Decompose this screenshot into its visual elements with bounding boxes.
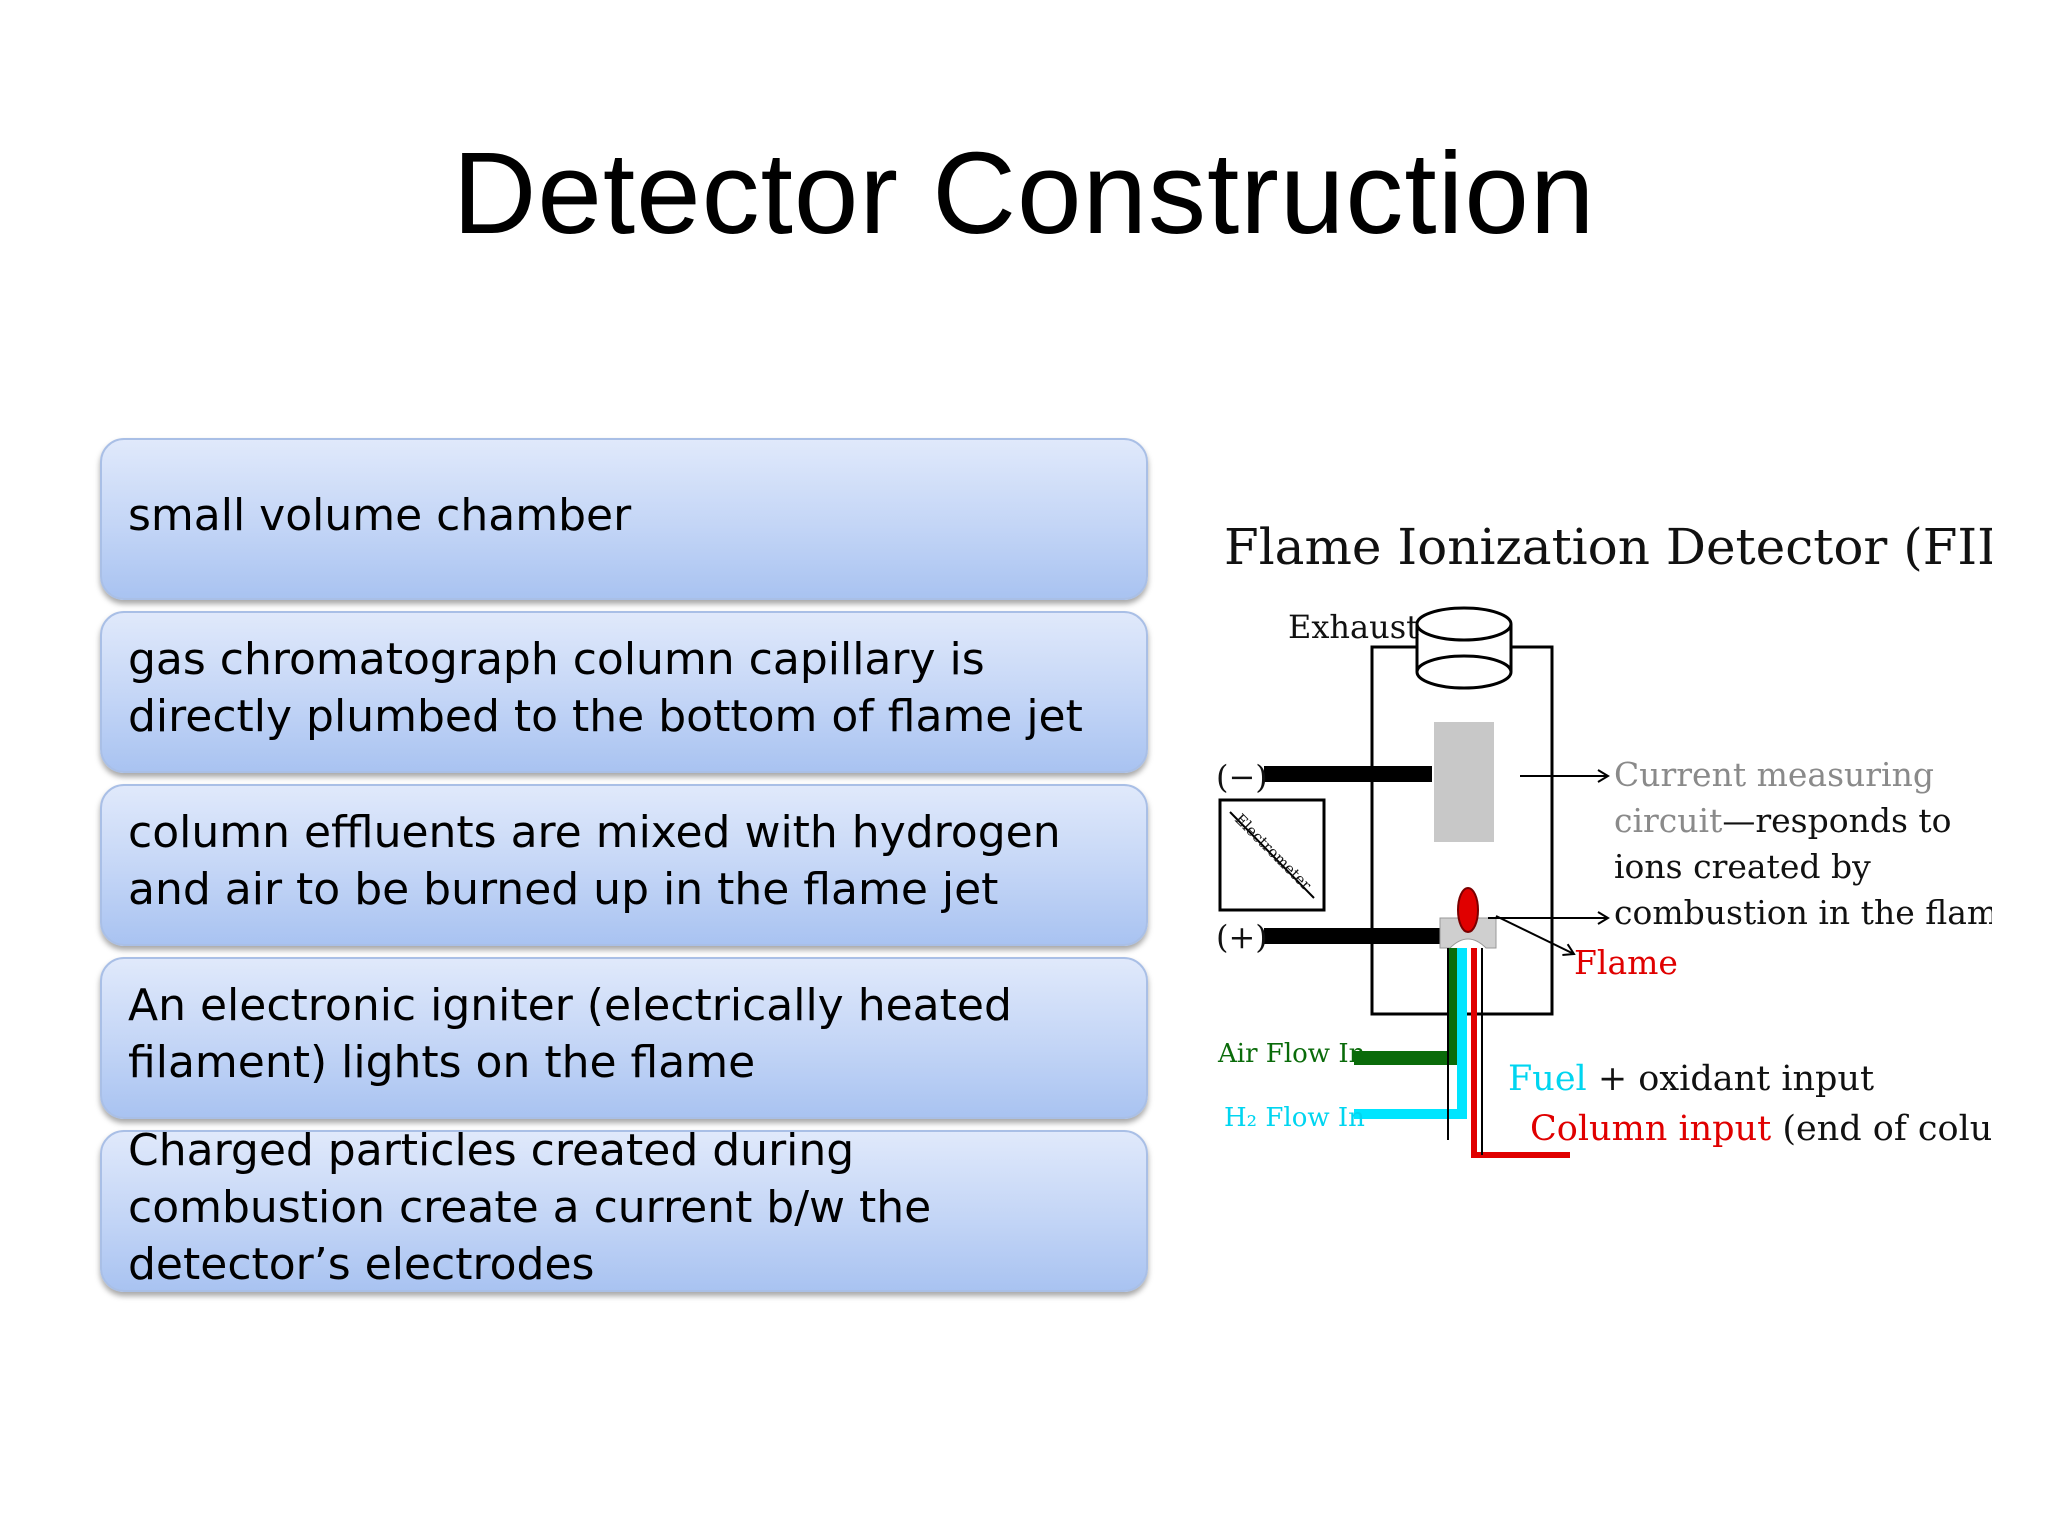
current-line-2b: —responds to: [1722, 801, 1951, 840]
electrometer: [1218, 798, 1326, 912]
positive-electrode: [1264, 928, 1450, 944]
h2-flow-label: H₂ Flow In: [1224, 1103, 1365, 1133]
minus-label: (−): [1216, 758, 1268, 796]
flame-icon: [1457, 887, 1479, 933]
oxidant-words: + oxidant input: [1587, 1059, 1874, 1099]
exhaust-cylinder: [1415, 606, 1513, 690]
fuel-tube: [1354, 948, 1467, 1119]
bullet-box: small volume chamber: [100, 438, 1148, 600]
bullet-text: gas chromatograph column capillary is di…: [128, 634, 1083, 742]
bullet-box: column effluents are mixed with hydrogen…: [100, 784, 1148, 946]
column-input-label: Column input (end of column): [1530, 1109, 1992, 1149]
bullet-text: An electronic igniter (electrically heat…: [128, 980, 1012, 1088]
bullet-text: Charged particles created during combust…: [128, 1124, 932, 1290]
column-input-word: Column input: [1530, 1109, 1771, 1149]
collector-electrode: [1434, 722, 1494, 842]
flame-label: Flame: [1574, 943, 1678, 982]
bullet-text: small volume chamber: [128, 489, 632, 541]
bullet-box: gas chromatograph column capillary is di…: [100, 611, 1148, 773]
current-line-4: combustion in the flame.: [1614, 893, 1992, 932]
end-of-column-words: (end of column): [1771, 1109, 1992, 1149]
exhaust-label: Exhaust: [1288, 608, 1419, 646]
air-flow-label: Air Flow In: [1217, 1039, 1366, 1069]
negative-electrode: [1264, 766, 1432, 782]
air-flow-tube: [1354, 948, 1461, 1065]
column-tube: [1471, 948, 1570, 1158]
bullet-text: column effluents are mixed with hydrogen…: [128, 807, 1061, 915]
current-line-3: ions created by: [1614, 847, 1871, 886]
fuel-word: Fuel: [1508, 1059, 1587, 1099]
bullet-box: Charged particles created during combust…: [100, 1125, 1148, 1292]
bullet-box: An electronic igniter (electrically heat…: [100, 957, 1148, 1119]
current-line-1: Current measuring: [1614, 755, 1934, 794]
bullet-list: small volume chamber gas chromatograph c…: [100, 438, 1148, 1303]
fuel-input-label: Fuel + oxidant input: [1508, 1059, 1874, 1099]
slide-title: Detector Construction: [452, 128, 1596, 258]
flame-label-arrow: [1495, 915, 1576, 957]
current-line-2: circuit—responds to: [1614, 801, 1952, 840]
current-line-2a: circuit: [1614, 801, 1722, 840]
plus-label: (+): [1216, 918, 1268, 956]
fid-diagram: Flame Ionization Detector (FID) Exhaust …: [1216, 518, 1992, 1158]
diagram-title: Flame Ionization Detector (FID): [1224, 518, 1992, 576]
